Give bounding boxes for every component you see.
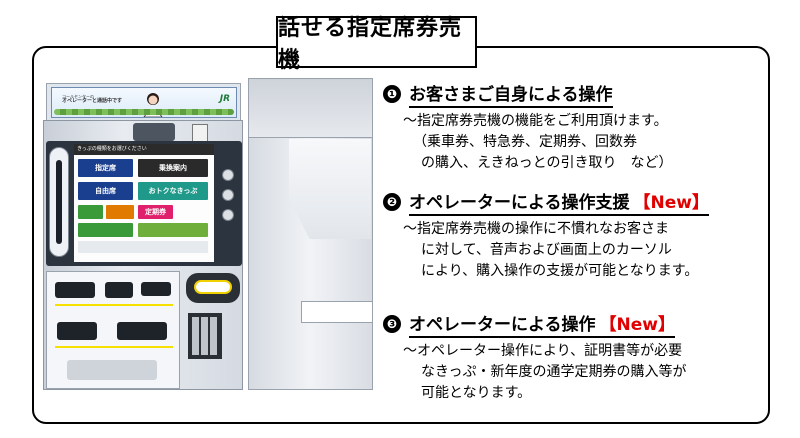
ticket-machine-illustration: コールセンターの オペレーターと通話中です JR きっぷの種類をお選びください …	[43, 78, 373, 390]
feature-description: ～指定席券売機の操作に不慣れなお客さま に対して、音声および画面上のカーソル に…	[383, 219, 709, 282]
feature-heading: ❸ オペレーターによる操作【New】	[383, 310, 686, 338]
desc-line: により、購入操作の支援が可能となります。	[421, 263, 699, 279]
operator-banner: コールセンターの オペレーターと通話中です JR	[51, 87, 237, 118]
feature-title-text: オペレーターによる操作	[409, 315, 596, 335]
number-badge: ❶	[383, 85, 401, 103]
help-button-icon	[222, 209, 234, 221]
reserved-seat-button: 指定席	[78, 159, 133, 177]
handset-icon	[49, 147, 69, 257]
keypad	[188, 313, 222, 359]
machine-cabinet	[248, 78, 373, 390]
cabinet-slot	[301, 301, 373, 323]
desc-line: の購入、えきねっとの引き取り など）	[421, 155, 673, 171]
coin-slot-inner	[194, 280, 232, 294]
machine-top-panel: コールセンターの オペレーターと通話中です JR	[46, 83, 241, 121]
ticket-slot-4	[57, 322, 97, 340]
screen-header: きっぷの種類をお選びください	[74, 144, 214, 155]
feature-title: お客さまご自身による操作	[409, 80, 613, 108]
ticket-slot-3	[141, 282, 171, 296]
feature-item-3: ❸ オペレーターによる操作【New】 ～オペレーター操作により、証明書等が必要 …	[383, 310, 686, 404]
feature-heading: ❶ お客さまご自身による操作	[383, 80, 672, 108]
machine-side-buttons	[218, 161, 238, 251]
banner-decoration	[54, 109, 234, 115]
commuter-pass-button: 定期券	[138, 205, 173, 219]
desc-line: （乗車券、特急券、定期券、回数券	[413, 134, 637, 150]
feature-description: ～オペレーター操作により、証明書等が必要 なきっぷ・新年度の通学定期券の購入等が…	[383, 341, 686, 404]
change-tray	[67, 360, 157, 380]
feature-item-2: ❷ オペレーターによる操作支援【New】 ～指定席券売機の操作に不慣れなお客さま…	[383, 188, 709, 282]
banner-line-2: オペレーターと通話中です	[62, 98, 123, 104]
machine-body: きっぷの種類をお選びください 指定席 自由席 乗換案内 おトクなきっぷ 定期券	[43, 120, 243, 390]
banner-line-1: コールセンターの	[62, 94, 94, 99]
guide-line-2	[55, 346, 173, 348]
new-badge: 【New】	[599, 315, 675, 335]
screen-footer-bar	[78, 241, 208, 253]
desc-line: ～指定席券売機の操作に不慣れなお客さま	[403, 221, 669, 237]
cabinet-panel	[289, 139, 371, 239]
payment-area	[184, 271, 242, 389]
desc-line: 可能となります。	[421, 385, 532, 401]
feature-item-1: ❶ お客さまご自身による操作 ～指定席券売機の機能をご利用頂けます。 （乗車券、…	[383, 80, 672, 174]
desc-line: なきっぷ・新年度の通学定期券の購入等が	[421, 364, 687, 380]
option-button-3	[78, 223, 133, 237]
jr-logo: JR	[219, 94, 230, 104]
deal-tickets-button: おトクなきっぷ	[138, 182, 208, 200]
ticket-output-area	[46, 271, 180, 389]
cabinet-top	[249, 79, 372, 138]
page-title: 話せる指定席券売機	[276, 16, 477, 73]
guide-line-1	[55, 304, 173, 306]
touch-screen: きっぷの種類をお選びください 指定席 自由席 乗換案内 おトクなきっぷ 定期券	[74, 144, 214, 262]
card-slot	[133, 123, 175, 141]
desc-line: ～オペレーター操作により、証明書等が必要	[403, 343, 683, 359]
feature-title: オペレーターによる操作支援【New】	[409, 188, 709, 216]
number-badge: ❸	[383, 315, 401, 333]
ticket-slot-5	[117, 322, 167, 340]
desc-line: ～指定席券売機の機能をご利用頂けます。	[403, 113, 668, 129]
coin-slot	[186, 273, 240, 303]
speaker-icon	[222, 169, 234, 181]
banner-text: コールセンターの オペレーターと通話中です	[62, 94, 122, 104]
ticket-slot-2	[105, 282, 133, 298]
call-button-icon	[222, 189, 234, 201]
ticket-slot-1	[55, 282, 95, 298]
option-button-1	[78, 205, 103, 219]
unreserved-seat-button: 自由席	[78, 182, 133, 200]
option-button-4	[138, 223, 208, 237]
option-button-2	[106, 205, 134, 219]
feature-title: オペレーターによる操作【New】	[409, 310, 675, 338]
feature-title-text: オペレーターによる操作支援	[409, 193, 630, 213]
feature-description: ～指定席券売機の機能をご利用頂けます。 （乗車券、特急券、定期券、回数券 の購入…	[383, 111, 672, 174]
new-badge: 【New】	[633, 193, 709, 213]
number-badge: ❷	[383, 193, 401, 211]
card-reader	[192, 124, 208, 142]
desc-line: に対して、音声および画面上のカーソル	[421, 242, 672, 258]
feature-heading: ❷ オペレーターによる操作支援【New】	[383, 188, 709, 216]
transfer-guide-button: 乗換案内	[138, 159, 208, 177]
